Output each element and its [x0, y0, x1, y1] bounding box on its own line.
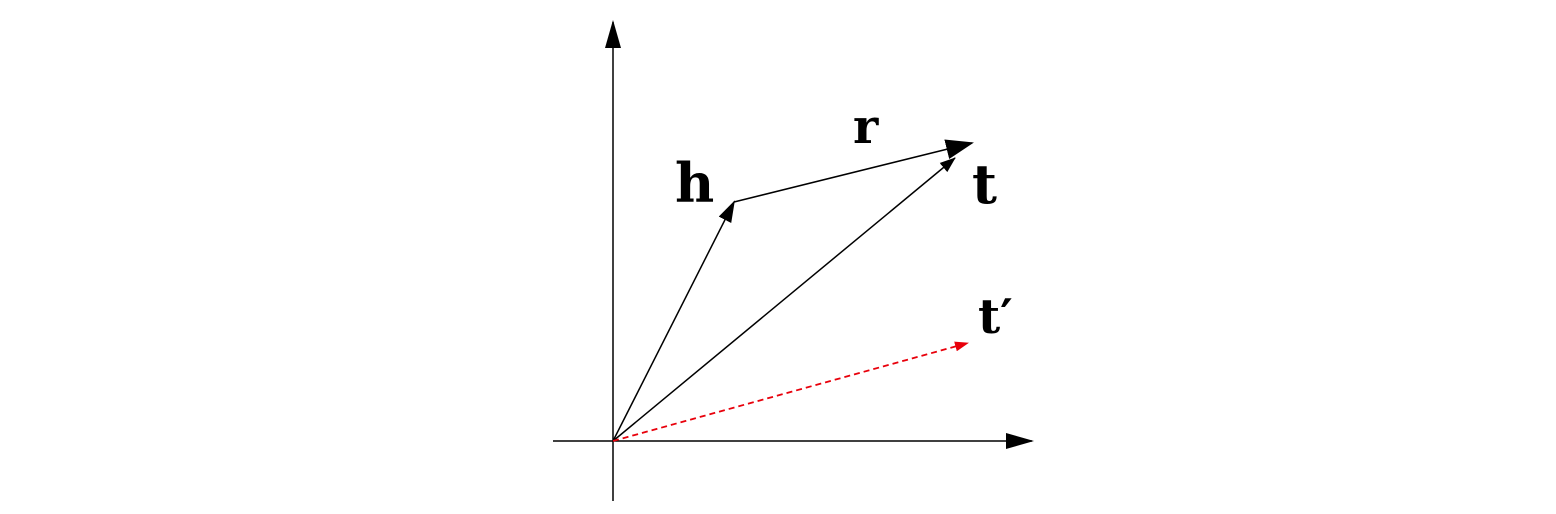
- label-t: t: [972, 152, 997, 216]
- corrupted-tail-vector: [612, 341, 969, 442]
- label-h: h: [675, 151, 714, 215]
- label-t-prime: t′: [978, 289, 1013, 345]
- relation-vector: [733, 139, 974, 203]
- label-r: r: [853, 99, 879, 155]
- tail-vector: [612, 157, 956, 442]
- head-vector: [612, 200, 735, 442]
